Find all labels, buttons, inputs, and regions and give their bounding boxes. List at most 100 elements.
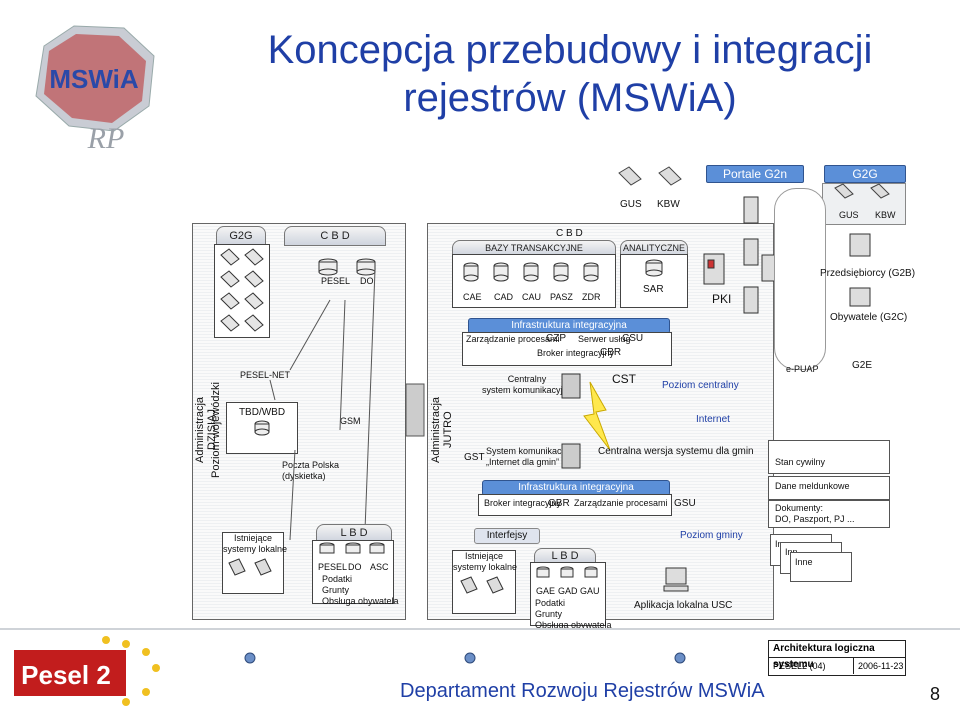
system-kom-label: System komunikacyjny „Internet dla gmin” [486,446,578,467]
istniejace-left-box: Istniejące systemy lokalne [222,532,288,594]
page-number: 8 [930,684,941,704]
stan-label: Stan cywilny [775,457,826,467]
pesel2-logo: Pesel 2 [6,632,186,712]
pesel-db-icon [318,258,388,283]
g2e-label: G2E [852,360,873,371]
inne1-label: In [775,539,783,549]
cae-label: CAE [463,292,482,302]
inne-doc-3: Inne [790,552,852,582]
zarzadzanie-label: Zarządzanie procesami [466,334,560,344]
czp-label: CZP [546,333,566,344]
arch-version: PESEL2 (04) [769,658,854,674]
gsu-label: GSU [674,498,696,509]
gae-label: GAE [536,586,556,596]
poziom-gminy-label: Poziom gminy [680,530,743,541]
gus-label: GUS [620,199,642,210]
asc-label: ASC [370,562,389,572]
mswia-logo-text: MSWiA [49,64,139,94]
page-title: Koncepcja przebudowy i integracji rejest… [267,28,873,120]
poziom-centralny-label: Poziom centralny [662,380,739,391]
tbd-box: TBD/WBD [226,402,298,454]
gst-server-icon [560,442,584,477]
dokumenty-label: Dokumenty: DO, Paszport, PJ ... [775,503,855,524]
do-label: DO [360,276,374,286]
podatki-left-label: Podatki Grunty Obsługa obywatela [322,574,399,606]
zdr-label: ZDR [582,292,601,302]
mswia-logo: MSWiA RP [14,6,174,176]
g2g-left-box [214,244,270,338]
left-connector-lines [269,269,376,541]
istniejace-right-label: Istniejące systemy lokalne [453,551,518,572]
serwer-label: Serwer usług [578,334,631,344]
citizens-icon [846,286,876,315]
interfejsy-bar: Interfejsy [474,528,540,544]
poziom-woj-label: Poziom wojewódzki [210,382,222,478]
podatki-right-label: Podatki Grunty Obsługa obywatela [535,598,612,630]
obywatele-label: Obywatele (G2C) [830,312,908,323]
przedsiebiorcy-label: Przedsiębiorcy (G2B) [820,268,916,279]
lightning-icon [583,381,611,451]
internet-label: Internet [696,414,730,425]
portal-servers-icon [740,195,780,360]
zarzadzanie2-label: Zarządzanie procesami [574,498,668,508]
centralny-server-icon [560,372,584,407]
infra1-box [462,332,672,366]
do2-label: DO [348,562,362,572]
dane-label: Dane meldunkowe [775,481,850,491]
cad-label: CAD [494,292,514,302]
cbd-left-tab: C B D [284,226,386,246]
company-building-icon [846,232,876,265]
gus2-label: GUS [839,210,859,220]
gsm-label: GSM [340,416,361,426]
dokumenty-doc: Dokumenty: DO, Paszport, PJ ... [768,500,890,528]
pesel2-logo-text: Pesel 2 [21,660,111,690]
lbd-left-box [312,540,394,604]
rp-logo-text: RP [87,122,125,155]
footer-text: Departament Rozwoju Rejestrów MSWiA [400,680,765,702]
gst-label: GST [464,452,485,463]
arch-date: 2006-11-23 [858,661,904,671]
usc-computer-icon [662,566,692,599]
arch-box: Architektura logiczna systemu PESEL2 (04… [768,640,906,676]
arch-title: Architektura logiczna systemu [769,641,905,670]
tbd-label: TBD/WBD [238,407,286,418]
pesel-label: PESEL [321,276,351,286]
kbw2-label: KBW [875,210,896,220]
pki-label: PKI [712,292,732,306]
user-icons-row [244,652,686,664]
sar-label: SAR [643,284,664,295]
pesel-net-label: PESEL-NET [240,370,291,380]
analityczne-box [620,254,688,308]
cbd-right-label: C B D [556,228,583,239]
gus-server-icon [615,165,695,200]
cst-label: CST [612,372,636,386]
istniejace-left-label: Istniejące systemy lokalne [223,533,288,554]
g2g-panel: GUS KBW [822,183,906,225]
istniejace-right-box: Istniejące systemy lokalne [452,550,518,614]
centralna-wersja-label: Centralna wersja systemu dla gmin [598,446,754,457]
broker-label: Broker integracyjny [537,348,615,358]
cbr-label: CBR [600,347,622,358]
stan-doc: Stan cywilny [768,440,890,474]
kbw-label: KBW [657,199,680,210]
inne3-label: Inne [795,557,813,567]
lbd-right-box [530,562,606,626]
epuap-label: e-PUAP [786,364,819,374]
poczta-label: Poczta Polska (dyskietka) [282,460,340,481]
infra2-box [478,494,672,516]
bottom-divider [0,628,960,630]
g2g-tab: G2G [824,165,906,183]
centralny-label: Centralny system komunikacyjny [482,374,573,395]
broker2-label: Broker integracyjny [484,498,562,508]
dane-doc: Dane meldunkowe [768,476,890,500]
cau-label: CAU [522,292,542,302]
portale-g2n-tab: Portale G2n [706,165,804,183]
g2g-left-tab: G2G [216,226,266,246]
bazy-box [452,254,616,308]
pki-server-icon [700,250,730,295]
csu-label: CSU [622,333,644,344]
gad-label: GAD [558,586,578,596]
admin-jutro-label: Administracja JUTRO [430,396,454,464]
gau-label: GAU [580,586,600,596]
transition-arrow [405,383,425,437]
